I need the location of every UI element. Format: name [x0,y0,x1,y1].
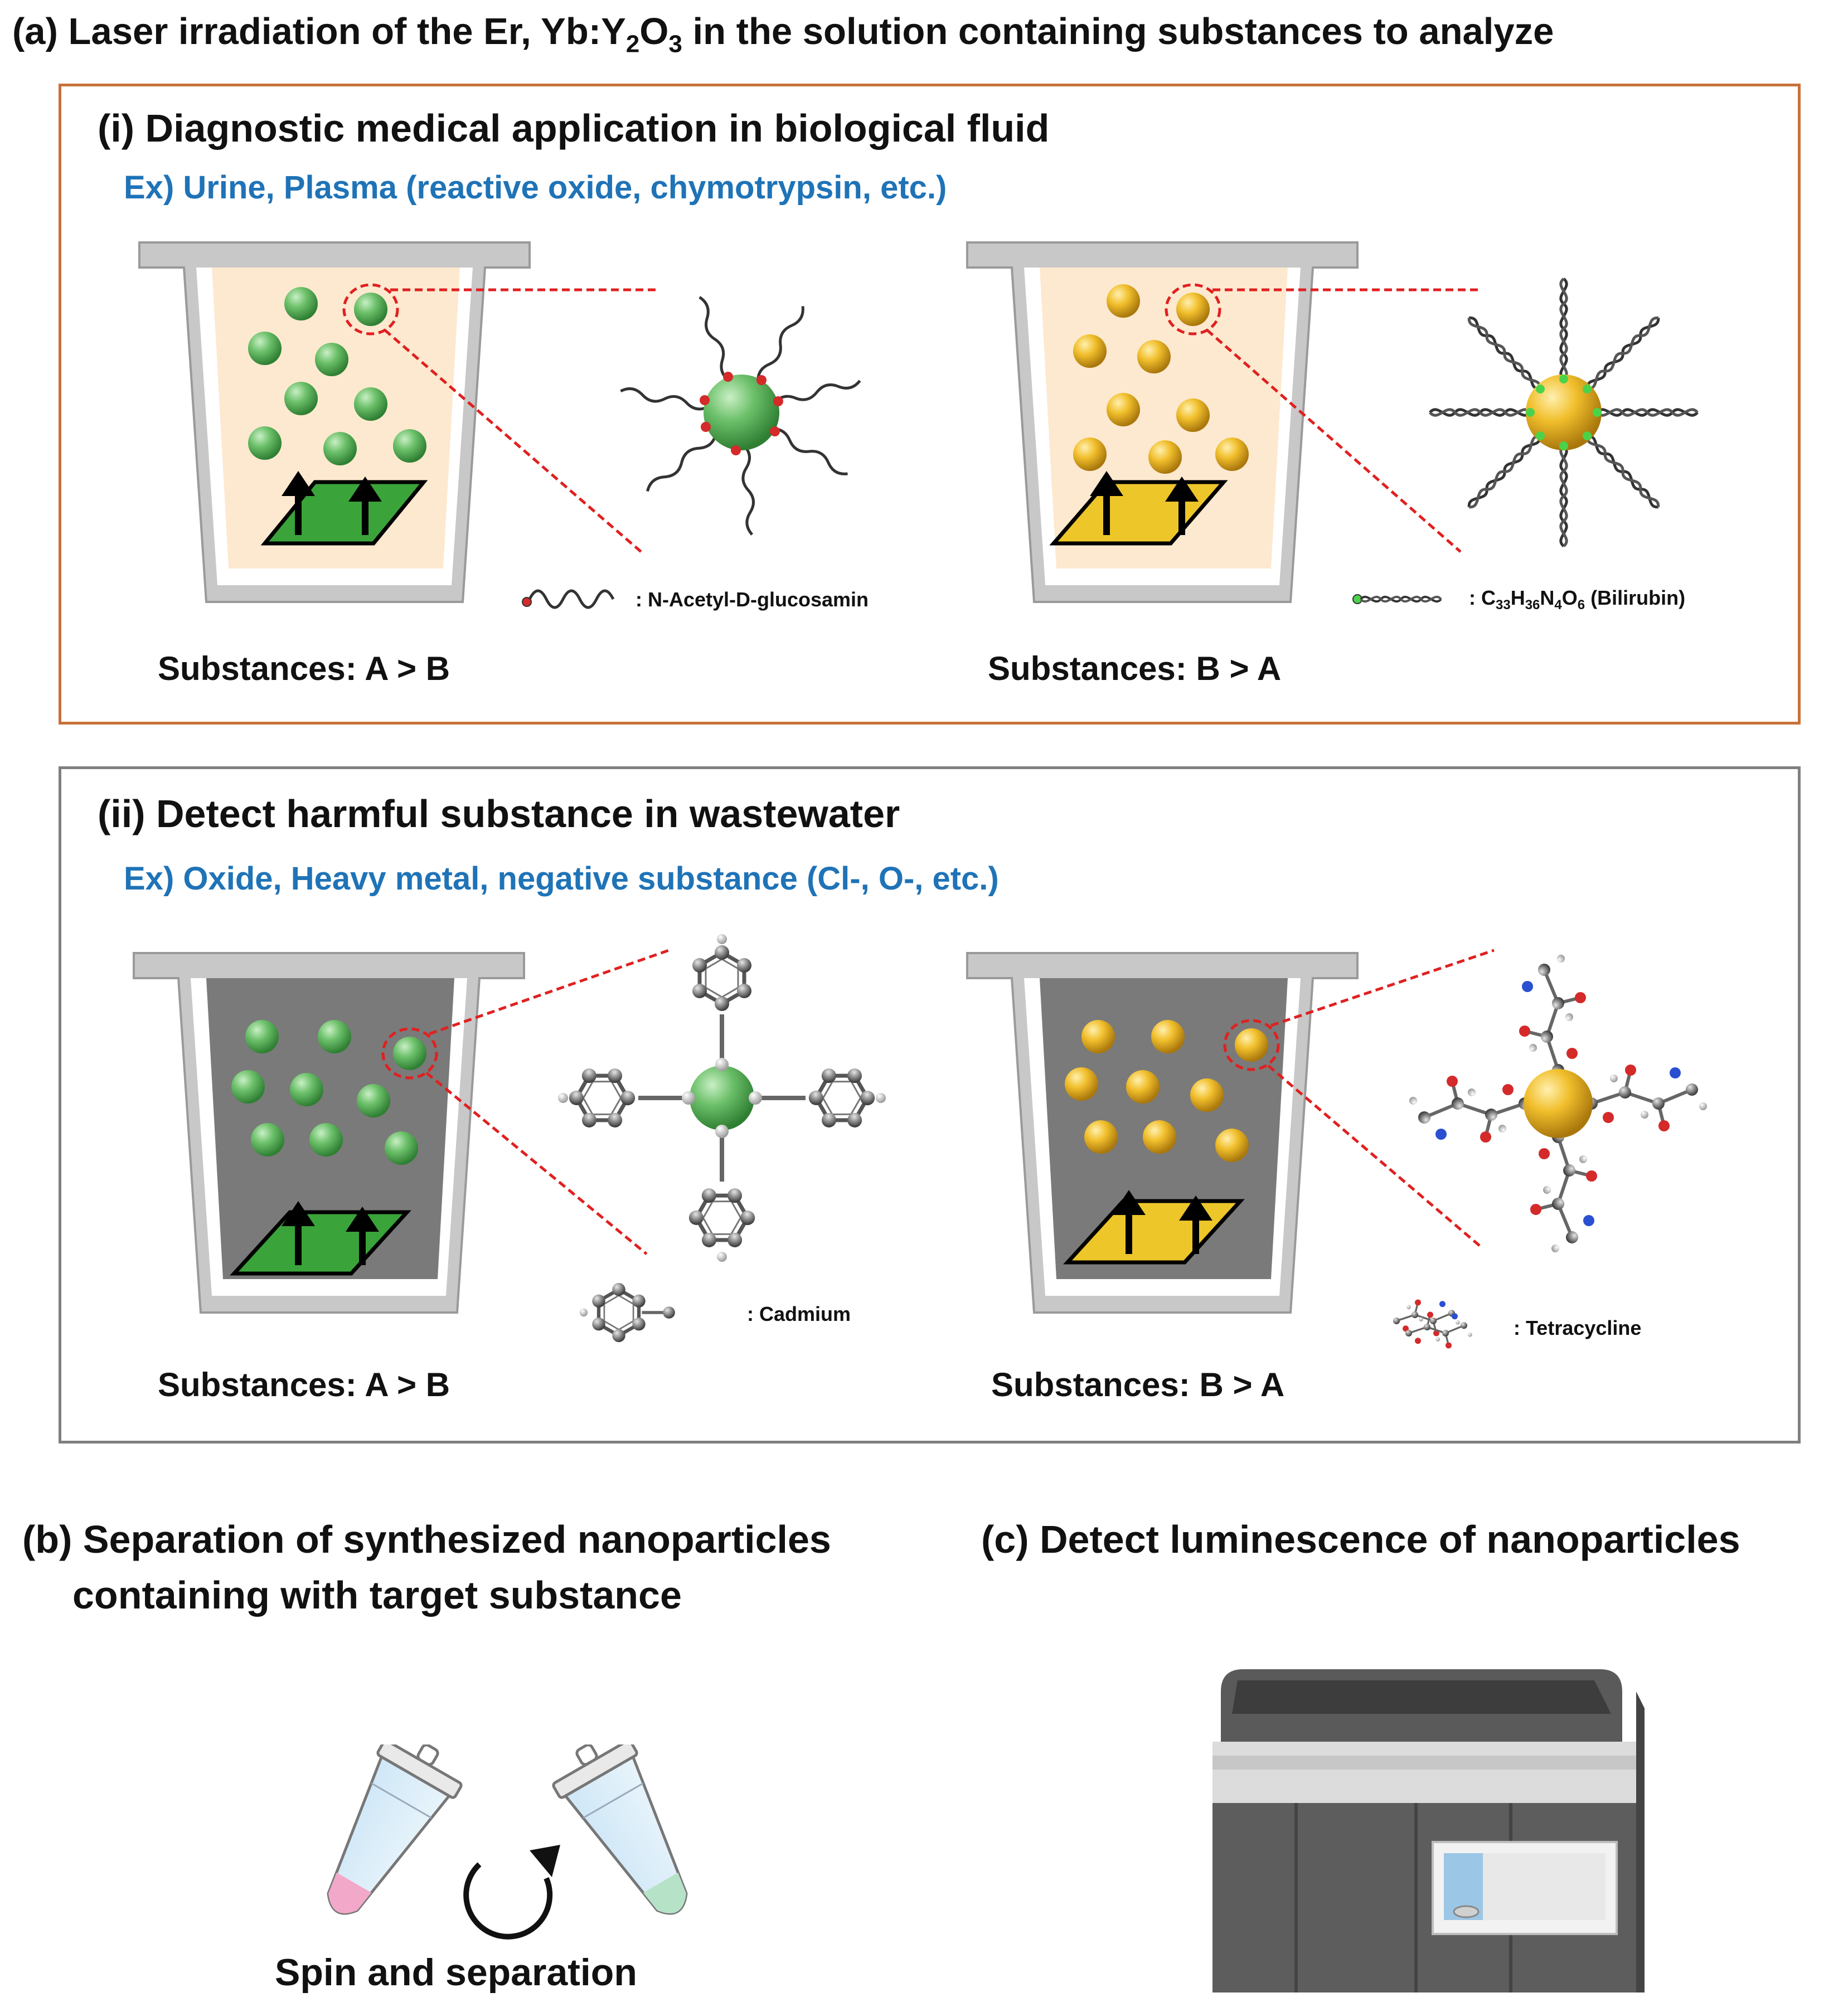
panel-i-left-legend: : N-Acetyl-D-glucosamin [636,588,869,611]
legend-formula-o: O [1561,586,1578,609]
section-a-title-part3: in the solution containing substances to… [682,11,1554,52]
section-b-title-line1: (b) Separation of synthesized nanopartic… [22,1518,831,1561]
arrow-up-icon [1112,1190,1146,1254]
panel-ii-left-legend: : Cadmium [747,1303,851,1325]
zoomed-particle-glucosamine [620,296,861,536]
rotate-arrow-icon [463,1845,560,1940]
legend-formula-sub: 33 [1496,597,1511,613]
panel-ii-left-caption: Substances: A > B [158,1366,450,1403]
callout-circle [342,283,399,336]
panel-ii [59,766,1801,1444]
panel-ii-left-illustration [133,934,886,1399]
legend-formula-n: N [1540,586,1555,609]
section-a-title-part2: O [639,11,669,52]
centrifuge-tubes-illustration [327,1744,688,1940]
nanoparticles-gold [1073,284,1249,474]
panel-ii-right-illustration [966,949,1737,1350]
legend-formula-suffix: (Bilirubin) [1585,586,1686,609]
zoomed-particle-cadmium [558,934,886,1262]
panel-ii-title: (ii) Detect harmful substance in wastewa… [98,792,900,835]
callout-circle [381,1027,438,1080]
panel-i-example: Ex) Urine, Plasma (reactive oxide, chymo… [124,169,947,206]
nanoparticles-gold [1065,1020,1268,1162]
tube-right [552,1744,688,1915]
cadmium-legend-icon [579,1283,675,1342]
panel-i-right-legend: : C33H36N4O6 (Bilirubin) [1469,586,1685,613]
zoomed-particle-tetracycline [1409,955,1707,1252]
panel-ii-example: Ex) Oxide, Heavy metal, negative substan… [124,861,999,897]
tube-left [327,1744,463,1915]
sample-slot [1432,1841,1618,1935]
glucosamine-legend-icon [522,589,615,609]
arrow-up-icon [282,471,315,535]
section-a-title-sub2: 3 [668,30,682,58]
arrow-up-icon [1165,477,1199,535]
panel-i-title: (i) Diagnostic medical application in bi… [98,106,1050,150]
legend-formula-sub: 6 [1577,597,1585,613]
section-c-title: (c) Detect luminescence of nanoparticles [981,1518,1740,1561]
reader-band [1212,1742,1636,1803]
nanoparticles-green [248,287,426,465]
callout-circle [1223,1019,1280,1071]
panel-i-right-illustration [966,241,1737,604]
bilirubin-legend-icon [1352,594,1441,604]
legend-formula-h: H [1510,586,1525,609]
section-a-title: (a) Laser irradiation of the Er, Yb:Y2O3… [12,10,1554,58]
section-a-title-sub1: 2 [625,30,640,58]
spin-caption: Spin and separation [275,1951,637,1994]
section-a-title-part1: (a) Laser irradiation of the Er, Yb:Y [12,11,626,52]
zoomed-particle-bilirubin [1430,279,1697,546]
luminescence-reader-illustration [1212,1669,1645,1992]
panel-i-right-caption: Substances: B > A [988,650,1282,687]
legend-formula-sub: 4 [1554,597,1562,613]
arrow-up-icon [1090,471,1123,535]
panel-i-left-caption: Substances: A > B [158,650,450,687]
legend-formula-sub: 36 [1525,597,1540,613]
panel-i [59,84,1801,725]
arrow-up-icon [346,1207,379,1265]
panel-i-left-illustration [138,241,861,609]
arrow-up-icon [348,477,382,535]
arrow-up-icon [1179,1195,1212,1254]
nanoparticles-green [231,1020,426,1165]
section-b-title-line2: containing with target substance [72,1573,682,1617]
tetracycline-legend-icon [1392,1298,1473,1350]
panel-ii-right-legend: : Tetracycline [1514,1316,1642,1339]
legend-formula-prefix: : C [1469,586,1496,609]
callout-circle [1165,283,1221,336]
arrow-up-icon [282,1201,315,1265]
panel-ii-right-caption: Substances: B > A [991,1366,1285,1403]
